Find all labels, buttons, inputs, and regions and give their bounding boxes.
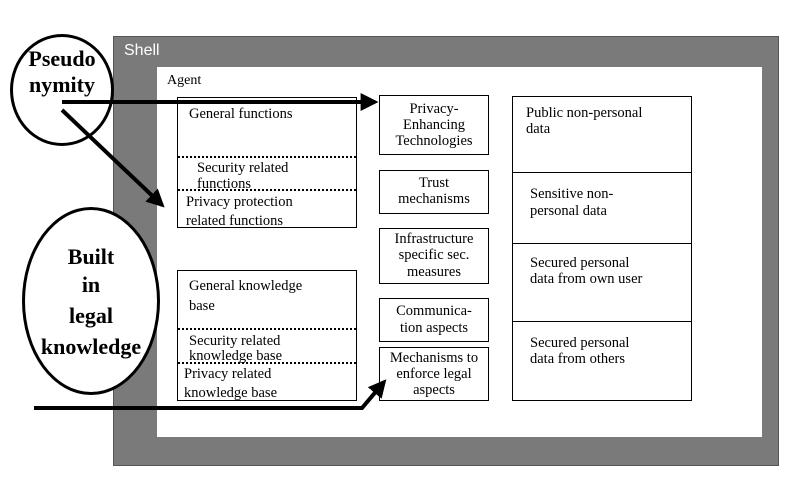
- knowledge-box: [177, 270, 357, 401]
- agent-label: Agent: [167, 73, 202, 88]
- data-box: [512, 96, 692, 401]
- communication-label-2: tion aspects: [399, 320, 469, 336]
- shell-label: Shell: [124, 42, 160, 59]
- legal-knowledge-label-1: Built: [67, 244, 115, 269]
- communication-label-1: Communica-: [396, 303, 472, 319]
- functions-divider-2: [178, 189, 356, 191]
- sensitive-data-label-1: Sensitive non-: [530, 186, 614, 202]
- privacy-knowledge-label-2: knowledge base: [184, 385, 278, 401]
- functions-box: [177, 97, 357, 228]
- data-divider-3: [513, 321, 691, 322]
- data-divider-2: [513, 243, 691, 244]
- pseudonymity-label-1: Pseudo: [28, 46, 96, 71]
- knowledge-divider-2: [178, 362, 356, 364]
- functions-divider-1: [178, 156, 356, 158]
- general-functions-label: General functions: [189, 106, 293, 122]
- public-data-label-2: data: [526, 121, 551, 137]
- legal-knowledge-label-2: in: [81, 272, 101, 297]
- others-data-label-2: data from others: [530, 351, 626, 367]
- infrastructure-label-2: specific sec.: [398, 247, 470, 263]
- pet-label-1: Privacy-: [409, 101, 459, 117]
- legal-mechanisms-box: [379, 347, 489, 401]
- privacy-functions-label-2: related functions: [186, 213, 284, 229]
- pseudonymity-ellipse: [10, 34, 114, 146]
- security-functions-label-1: Security related: [197, 160, 289, 176]
- pseudonymity-label-2: nymity: [29, 72, 95, 97]
- legal-mechanisms-label-1: Mechanisms to: [389, 350, 479, 366]
- others-data-label-1: Secured personal: [530, 335, 630, 351]
- pet-label-3: Technologies: [395, 133, 473, 149]
- trust-box: [379, 170, 489, 214]
- privacy-knowledge-label-1: Privacy related: [184, 366, 272, 382]
- arrow-pseudonymity-to-privacy-functions: [60, 108, 165, 208]
- infrastructure-label-3: measures: [407, 264, 461, 280]
- security-knowledge-label-1: Security related: [189, 333, 281, 349]
- arrow-legal-knowledge-to-mechanisms: [34, 379, 387, 410]
- pet-box: [379, 95, 489, 155]
- legal-knowledge-label-3: legal: [69, 303, 113, 328]
- sensitive-data-label-2: personal data: [530, 203, 607, 219]
- pet-label-2: Enhancing: [402, 117, 465, 133]
- trust-label-2: mechanisms: [398, 191, 470, 207]
- general-knowledge-label-1: General knowledge: [189, 278, 303, 294]
- general-knowledge-label-2: base: [189, 298, 215, 314]
- knowledge-divider-1: [178, 328, 356, 330]
- legal-mechanisms-label-2: enforce legal: [396, 366, 472, 382]
- own-user-data-label-2: data from own user: [530, 271, 643, 287]
- security-functions-label-2: functions: [197, 176, 251, 192]
- legal-knowledge-label-4: knowledge: [40, 334, 142, 359]
- trust-label-1: Trust: [418, 175, 450, 191]
- legal-mechanisms-label-3: aspects: [413, 382, 455, 398]
- legal-knowledge-ellipse: [22, 207, 160, 395]
- own-user-data-label-1: Secured personal: [530, 255, 630, 271]
- communication-box: [379, 298, 489, 342]
- security-knowledge-label-2: knowledge base: [189, 348, 283, 364]
- public-data-label-1: Public non-personal: [526, 105, 643, 121]
- infrastructure-label-1: Infrastructure: [394, 231, 474, 247]
- infrastructure-box: [379, 228, 489, 284]
- data-divider-1: [513, 172, 691, 173]
- privacy-functions-label-1: Privacy protection: [186, 194, 293, 210]
